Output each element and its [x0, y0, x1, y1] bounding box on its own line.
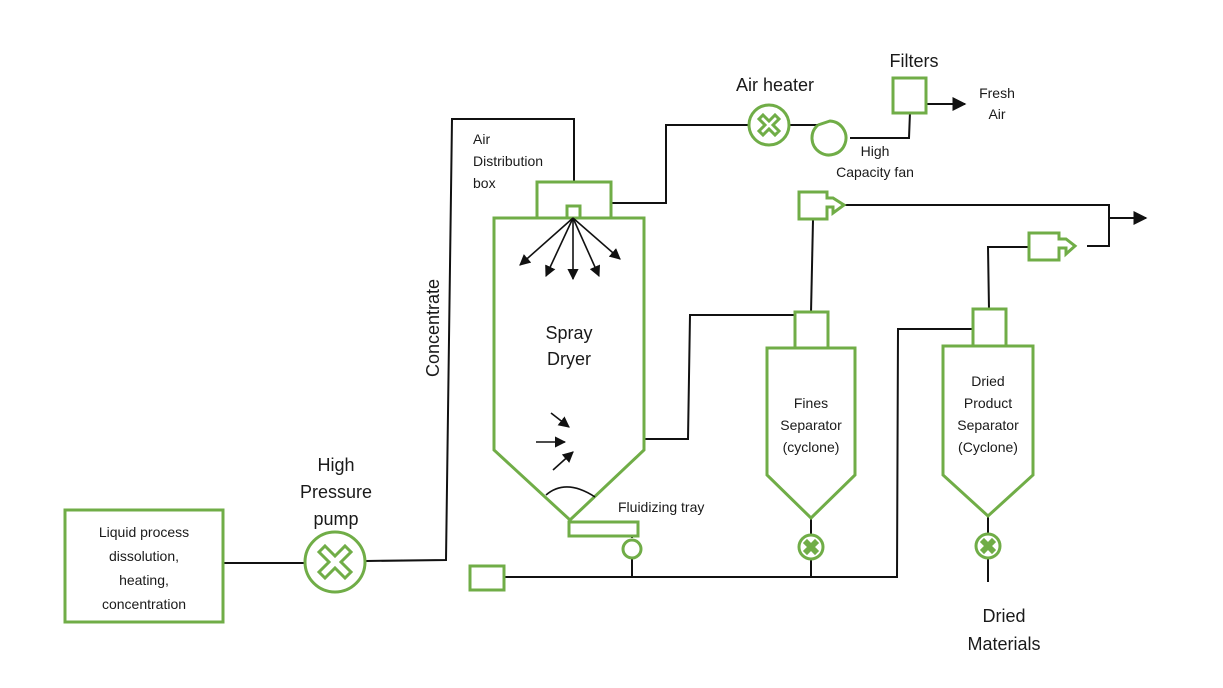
atomizer-nozzle	[565, 204, 582, 220]
pipe-exhaust-main	[845, 204, 1110, 247]
tray-valve-icon	[621, 538, 643, 560]
fan-label-2: Capacity fan	[836, 164, 914, 180]
spray-dryer-vessel	[492, 216, 646, 523]
product-label-3: Separator	[957, 417, 1019, 433]
fines-valve-cross-icon	[802, 538, 820, 556]
spray-dryer-label-1: Spray	[545, 323, 592, 343]
fan-icon	[810, 119, 848, 157]
exhaust-fan-1	[797, 190, 847, 221]
fines-label-1: Fines	[794, 395, 828, 411]
fines-separator: Fines Separator (cyclone)	[765, 310, 857, 561]
dried-materials-label-1: Dried	[982, 606, 1025, 626]
fresh-air-label-2: Air	[988, 106, 1005, 122]
fines-label-2: Separator	[780, 417, 842, 433]
fluidizing-tray-label: Fluidizing tray	[618, 499, 704, 515]
liquid-process-label-3: heating,	[119, 572, 169, 588]
pipe-fines-to-fan	[810, 219, 814, 314]
pipe-concentrate	[365, 118, 575, 562]
pipe-hot-air	[611, 124, 748, 204]
fresh-air-label-1: Fresh	[979, 85, 1015, 101]
pump-cross-icon	[316, 543, 354, 581]
filters: Filters Fresh Air	[890, 51, 1015, 122]
pump-label-2: Pressure	[300, 482, 372, 502]
air-distribution-label-1: Air	[473, 131, 490, 147]
product-valve-cross-icon	[979, 537, 997, 555]
high-capacity-fan: High Capacity fan	[810, 119, 914, 180]
product-separator: Dried Product Separator (Cyclone)	[941, 307, 1035, 560]
liquid-process-label-2: dissolution,	[109, 548, 179, 564]
air-distribution-label-3: box	[473, 175, 496, 191]
concentrate-label: Concentrate	[423, 279, 443, 377]
spray-dryer-label-2: Dryer	[547, 349, 591, 369]
spray-arrows	[519, 217, 621, 281]
fan-label-1: High	[861, 143, 890, 159]
dried-materials-label-2: Materials	[967, 634, 1040, 654]
product-label-1: Dried	[971, 373, 1004, 389]
air-heater-label: Air heater	[736, 75, 814, 95]
pipe-fan-filters	[850, 111, 911, 139]
cone-arc	[545, 486, 596, 498]
high-pressure-pump: High Pressure pump	[300, 455, 372, 594]
air-distribution-label: Air Distribution box	[473, 131, 543, 191]
air-heater: Air heater	[736, 75, 814, 147]
pump-label-3: pump	[313, 509, 358, 529]
spray-dryer: Spray Dryer	[492, 180, 646, 523]
pipe-conveying-line	[505, 328, 973, 578]
liquid-process-box: Liquid process dissolution, heating, con…	[63, 508, 225, 624]
filters-label: Filters	[890, 51, 939, 71]
fluidizing-tray: Fluidizing tray	[567, 499, 704, 560]
liquid-process-label-1: Liquid process	[99, 524, 189, 540]
exhaust-fan-2	[1027, 231, 1078, 262]
pump-label-1: High	[317, 455, 354, 475]
fines-label-3: (cyclone)	[783, 439, 840, 455]
product-label-4: (Cyclone)	[958, 439, 1018, 455]
collection-box	[468, 564, 506, 592]
product-label-2: Product	[964, 395, 1012, 411]
outlet-arrows	[536, 412, 574, 471]
liquid-process-label-4: concentration	[102, 596, 186, 612]
air-distribution-label-2: Distribution	[473, 153, 543, 169]
pipe-product-to-fan	[986, 246, 1029, 310]
heater-cross-icon	[756, 112, 782, 138]
